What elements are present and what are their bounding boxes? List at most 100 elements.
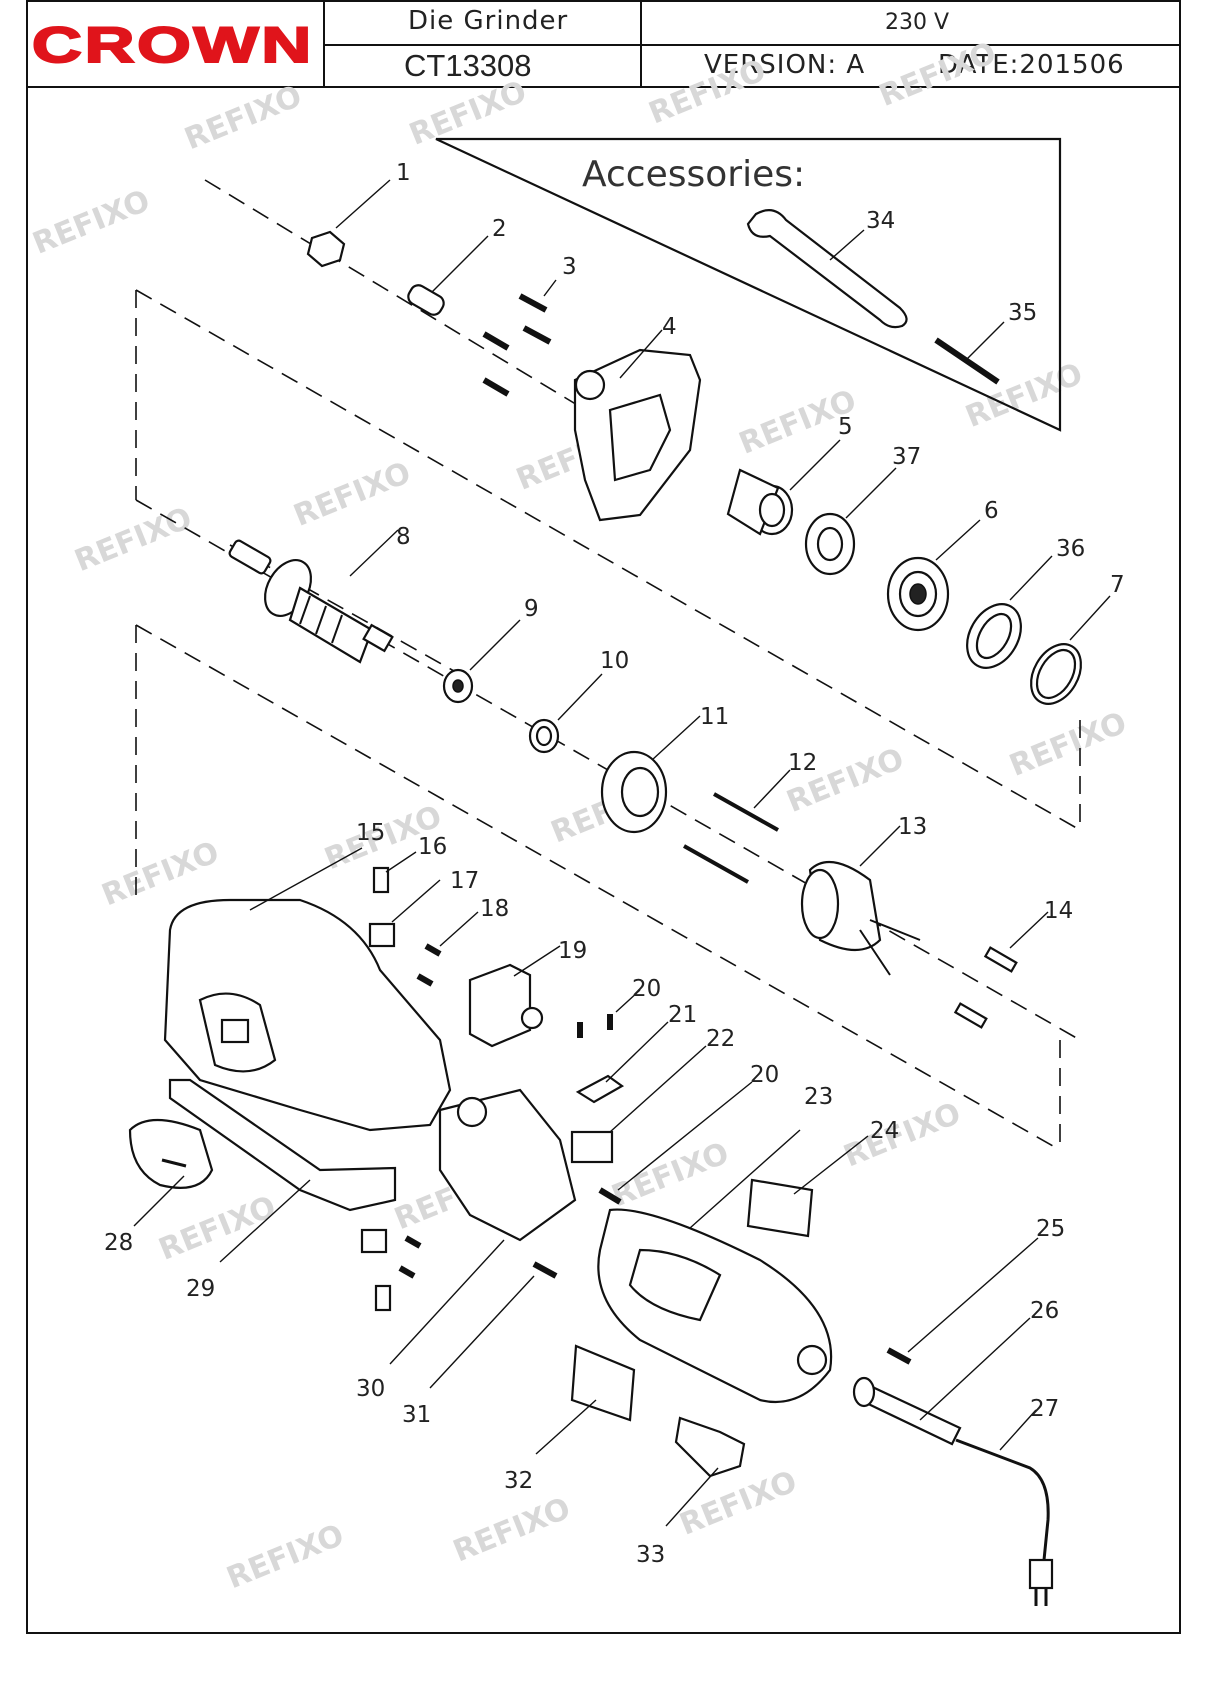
callout-15: 15: [356, 820, 385, 846]
part-32-label: [535, 1344, 636, 1455]
part-20-screws: [577, 989, 753, 1205]
callout-5: 5: [838, 414, 853, 440]
title-block: [26, 0, 1181, 88]
callout-4: 4: [662, 314, 677, 340]
watermark: REFIXO: [404, 74, 531, 152]
callout-9: 9: [524, 596, 539, 622]
part-28-side-cap: [128, 1119, 214, 1227]
callout-24: 24: [870, 1118, 899, 1144]
part-18-screws: [416, 911, 479, 987]
model-number: CT13308: [404, 48, 532, 83]
callout-8: 8: [396, 524, 411, 550]
part-14-carbon-brush: [953, 911, 1049, 1029]
callout-26: 26: [1030, 1298, 1059, 1324]
callout-34: 34: [866, 208, 895, 234]
callout-1: 1: [396, 160, 411, 186]
watermark: REFIXO: [70, 501, 197, 579]
callout-19: 19: [558, 938, 587, 964]
callout-7: 7: [1110, 572, 1125, 598]
callout-32: 32: [504, 1468, 533, 1494]
callout-20: 20: [632, 976, 661, 1002]
callout-37: 37: [892, 444, 921, 470]
callout-12: 12: [788, 750, 817, 776]
callout-35: 35: [1008, 300, 1037, 326]
part-26-cord-guard: [852, 1317, 1031, 1446]
callout-20b: 20: [750, 1062, 779, 1088]
watermark: REFIXO: [448, 1491, 575, 1569]
watermark: REFIXO: [28, 183, 155, 261]
part-17-brush-holder: [368, 879, 441, 948]
callout-31: 31: [402, 1402, 431, 1428]
accessories-label: Accessories:: [582, 154, 805, 195]
product-name: Die Grinder: [408, 6, 569, 36]
drawing-frame: [26, 0, 1181, 1634]
part-15-motor-housing: [163, 847, 452, 1132]
callout-36: 36: [1056, 536, 1085, 562]
part-31-screw: [429, 1261, 558, 1389]
part-27-power-cord: [955, 1409, 1054, 1606]
part-13-stator: [800, 825, 921, 976]
callout-3: 3: [562, 254, 577, 280]
callout-25: 25: [1036, 1216, 1065, 1242]
callout-6: 6: [984, 498, 999, 524]
part-12-screws: [683, 769, 791, 884]
part-37-ring: [804, 467, 897, 576]
part-4-front-housing: [573, 329, 702, 522]
callout-29: 29: [186, 1276, 215, 1302]
callout-11: 11: [700, 704, 729, 730]
watermark: REFIXO: [180, 79, 307, 157]
callout-18: 18: [480, 896, 509, 922]
callout-27: 27: [1030, 1396, 1059, 1422]
part-8-armature: [228, 529, 399, 664]
callout-13: 13: [898, 814, 927, 840]
callout-33: 33: [636, 1542, 665, 1568]
part-21-cord-clamp: [575, 1021, 669, 1104]
part-22-capacitor: [570, 1045, 707, 1164]
part-34-spanner-wrench: [746, 209, 908, 329]
watermark: REFIXO: [874, 35, 1001, 113]
callout-14: 14: [1044, 898, 1073, 924]
date-label: DATE:201506: [938, 50, 1125, 80]
part-29-handle-strip: [168, 1078, 397, 1263]
part-6-bearing: [886, 519, 981, 632]
part-19-switch: [468, 945, 561, 1048]
callout-21: 21: [668, 1002, 697, 1028]
part-16-terminal: [372, 851, 417, 894]
callout-17: 17: [450, 868, 479, 894]
watermark: REFIXO: [839, 1096, 966, 1174]
accessories-box: Accessories:: [435, 137, 1062, 432]
callout-23: 23: [804, 1084, 833, 1110]
watermark: REFIXO: [1005, 705, 1132, 783]
watermark: REFIXO: [289, 455, 416, 533]
callout-22: 22: [706, 1026, 735, 1052]
callout-30: 30: [356, 1376, 385, 1402]
part-5-sleeve: [726, 439, 841, 536]
part-36-wave-washer: [966, 555, 1053, 669]
part-33-connector: [665, 1416, 746, 1527]
svg-text:CROWN: CROWN: [32, 17, 314, 72]
part-2-collet: [407, 235, 489, 316]
part-25-screw: [886, 1237, 1039, 1365]
watermark: REFIXO: [222, 1518, 349, 1596]
part-7-circlip: [1030, 595, 1111, 705]
part-11-baffle: [600, 715, 701, 834]
version-label: VERSION: A: [704, 50, 866, 80]
watermark: REFIXO: [154, 1189, 281, 1267]
part-lower-brush-holder: [360, 1228, 422, 1312]
callout-10: 10: [600, 648, 629, 674]
part-9-bearing: [442, 619, 521, 704]
callout-labels: 1 2 3 4 5 6 7 8 9 10 11 12 13 14 15 16 1…: [104, 160, 1125, 1568]
callout-16: 16: [418, 834, 447, 860]
crown-logo: CROWN: [31, 16, 314, 72]
watermark: REFIXO: [675, 1464, 802, 1542]
part-1-hex-nut: [306, 179, 391, 268]
callout-28: 28: [104, 1230, 133, 1256]
part-23-rear-cover: [597, 1129, 833, 1404]
part-35-hex-key: [934, 321, 1005, 385]
part-30-switch-assembly: [389, 1088, 577, 1365]
part-10-ring: [528, 673, 603, 754]
callout-2: 2: [492, 216, 507, 242]
watermark: REFIXO: [644, 53, 771, 131]
